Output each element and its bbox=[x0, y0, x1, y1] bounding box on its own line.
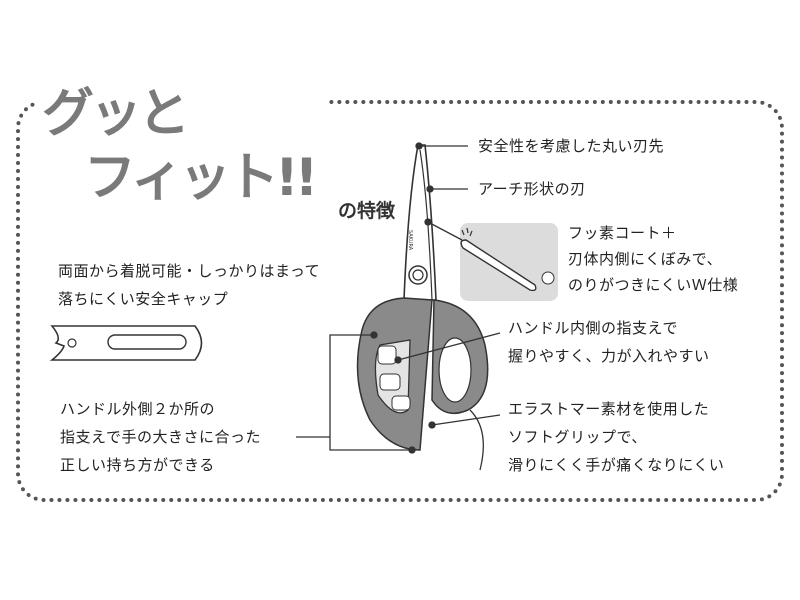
feature-arch-blade: アーチ形状の刃 bbox=[478, 180, 586, 198]
features-heading: の特徴 bbox=[338, 200, 396, 222]
feature-outer-rest-3: 正しい持ち方ができる bbox=[60, 456, 215, 474]
scissor-handles bbox=[356, 297, 489, 471]
feature-inner-rest-2: 握りやすく、力が入れやすい bbox=[508, 347, 710, 365]
leader-lines bbox=[296, 142, 501, 454]
feature-coating-3: のりがつきにくいＷ仕様 bbox=[568, 276, 739, 294]
coating-inset bbox=[460, 223, 558, 301]
feature-coating-2: 刃体内側にくぼみで、 bbox=[568, 250, 723, 268]
feature-inner-rest-1: ハンドル内側の指支えで bbox=[508, 319, 679, 337]
safety-cap bbox=[49, 325, 203, 361]
blade-brand: SAKURA bbox=[407, 230, 413, 251]
feature-outer-rest-2: 指支えで手の大きさに合った bbox=[60, 428, 262, 446]
scissor-blades: SAKURA bbox=[403, 144, 437, 301]
feature-cap-2: 落ちにくい安全キャップ bbox=[58, 290, 229, 308]
feature-round-tip: 安全性を考慮した丸い刃先 bbox=[478, 137, 665, 155]
logo: グッと フィット!! bbox=[38, 86, 328, 236]
logo-line-1: グッと bbox=[42, 84, 190, 144]
feature-grip-1: エラストマー素材を使用した bbox=[508, 400, 710, 418]
feature-outer-rest-1: ハンドル外側２か所の bbox=[60, 400, 216, 418]
feature-grip-2: ソフトグリップで、 bbox=[508, 428, 647, 446]
logo-line-2: フィット!! bbox=[84, 148, 318, 208]
feature-grip-3: 滑りにくく手が痛くなりにくい bbox=[508, 456, 725, 474]
feature-cap-1: 両面から着脱可能・しっかりはまって bbox=[58, 262, 321, 280]
feature-coating-1: フッ素コート＋ bbox=[568, 224, 677, 242]
dotted-frame bbox=[16, 100, 784, 502]
